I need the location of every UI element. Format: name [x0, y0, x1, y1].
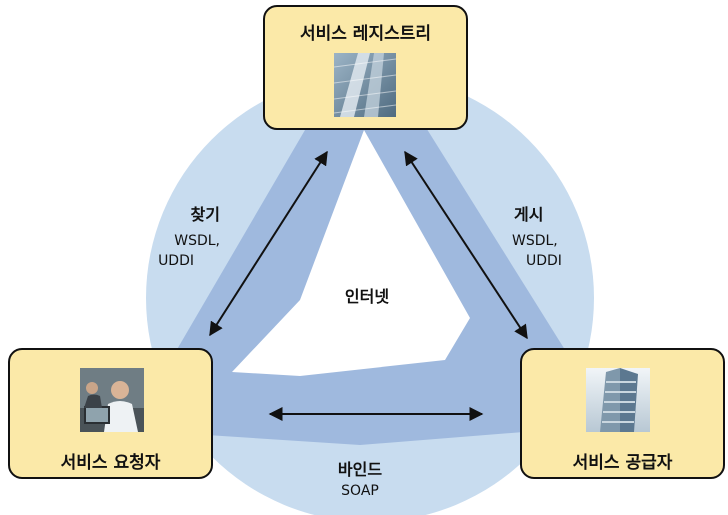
service-provider-title: 서비스 공급자 [572, 453, 673, 473]
registry-building-image [334, 53, 396, 117]
service-requester-title: 서비스 요청자 [60, 453, 161, 473]
service-registry-box: 서비스 레지스트리 [263, 5, 468, 130]
service-registry-title: 서비스 레지스트리 [299, 24, 432, 44]
publish-arrow [404, 150, 528, 340]
bind-label: 바인드 [337, 460, 383, 479]
find-arrow [209, 150, 328, 337]
service-provider-box: 서비스 공급자 [520, 348, 725, 479]
provider-building-image [586, 368, 650, 432]
bind-protocol-soap: SOAP [341, 483, 379, 499]
find-protocol-wsdl: WSDL, [174, 233, 220, 249]
internet-label: 인터넷 [344, 287, 390, 306]
publish-label: 게시 [514, 205, 544, 224]
requester-person-image [80, 368, 144, 432]
find-protocol-uddi: UDDI [158, 253, 194, 269]
find-label: 찾기 [190, 205, 220, 224]
service-requester-box: 서비스 요청자 [8, 348, 213, 479]
publish-protocol-uddi: UDDI [526, 253, 562, 269]
publish-protocol-wsdl: WSDL, [512, 233, 558, 249]
